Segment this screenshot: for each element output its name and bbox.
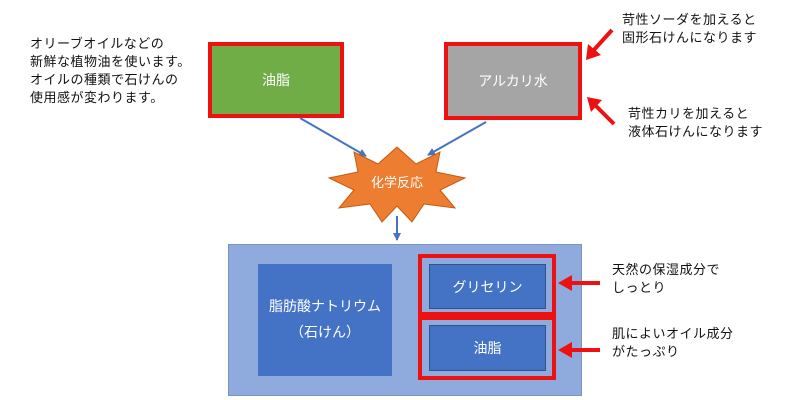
glycerin-label: グリセリン bbox=[452, 279, 523, 296]
glycerin-highlight-frame bbox=[418, 254, 556, 316]
soap-box: 脂肪酸ナトリウム （石けん） bbox=[258, 264, 392, 376]
soap-label-line1: 脂肪酸ナトリウム bbox=[269, 299, 381, 315]
glycerin-box: グリセリン bbox=[429, 264, 546, 309]
oil-residue-highlight-frame bbox=[418, 316, 556, 380]
oil-residue-annotation: 肌によいオイル成分 がたっぷり bbox=[612, 327, 734, 360]
reaction-burst bbox=[327, 146, 467, 223]
naoh-pointer-arrow bbox=[586, 28, 614, 60]
oil-input-box: 油脂 bbox=[208, 42, 344, 118]
koh-annotation: 苛性カリを加えると 液体石けんになります bbox=[628, 107, 764, 140]
oil-input-label: 油脂 bbox=[262, 73, 290, 89]
reaction-label: 化学反応 bbox=[371, 175, 423, 191]
koh-pointer-arrow bbox=[587, 97, 616, 126]
oil-annotation: オリーブオイルなどの 新鮮な植物油を使います。 オイルの種類で石けんの 使用感が… bbox=[30, 37, 191, 106]
glycerin-annotation: 天然の保湿成分で しっとり bbox=[612, 263, 721, 296]
oil-residue-pointer-arrow bbox=[558, 342, 600, 358]
glycerin-pointer-arrow bbox=[558, 275, 600, 291]
naoh-annotation: 苛性ソーダを加えると 固形石けんになります bbox=[622, 13, 758, 46]
oil-residue-box: 油脂 bbox=[429, 325, 546, 371]
oil-residue-label: 油脂 bbox=[473, 341, 502, 357]
oil-to-reaction-connector bbox=[299, 117, 367, 157]
alkali-input-box: アルカリ水 bbox=[444, 42, 582, 120]
soap-label-line2: （石けん） bbox=[290, 325, 360, 341]
alkali-input-label: アルカリ水 bbox=[478, 74, 548, 90]
alkali-to-reaction-connector bbox=[427, 121, 487, 156]
